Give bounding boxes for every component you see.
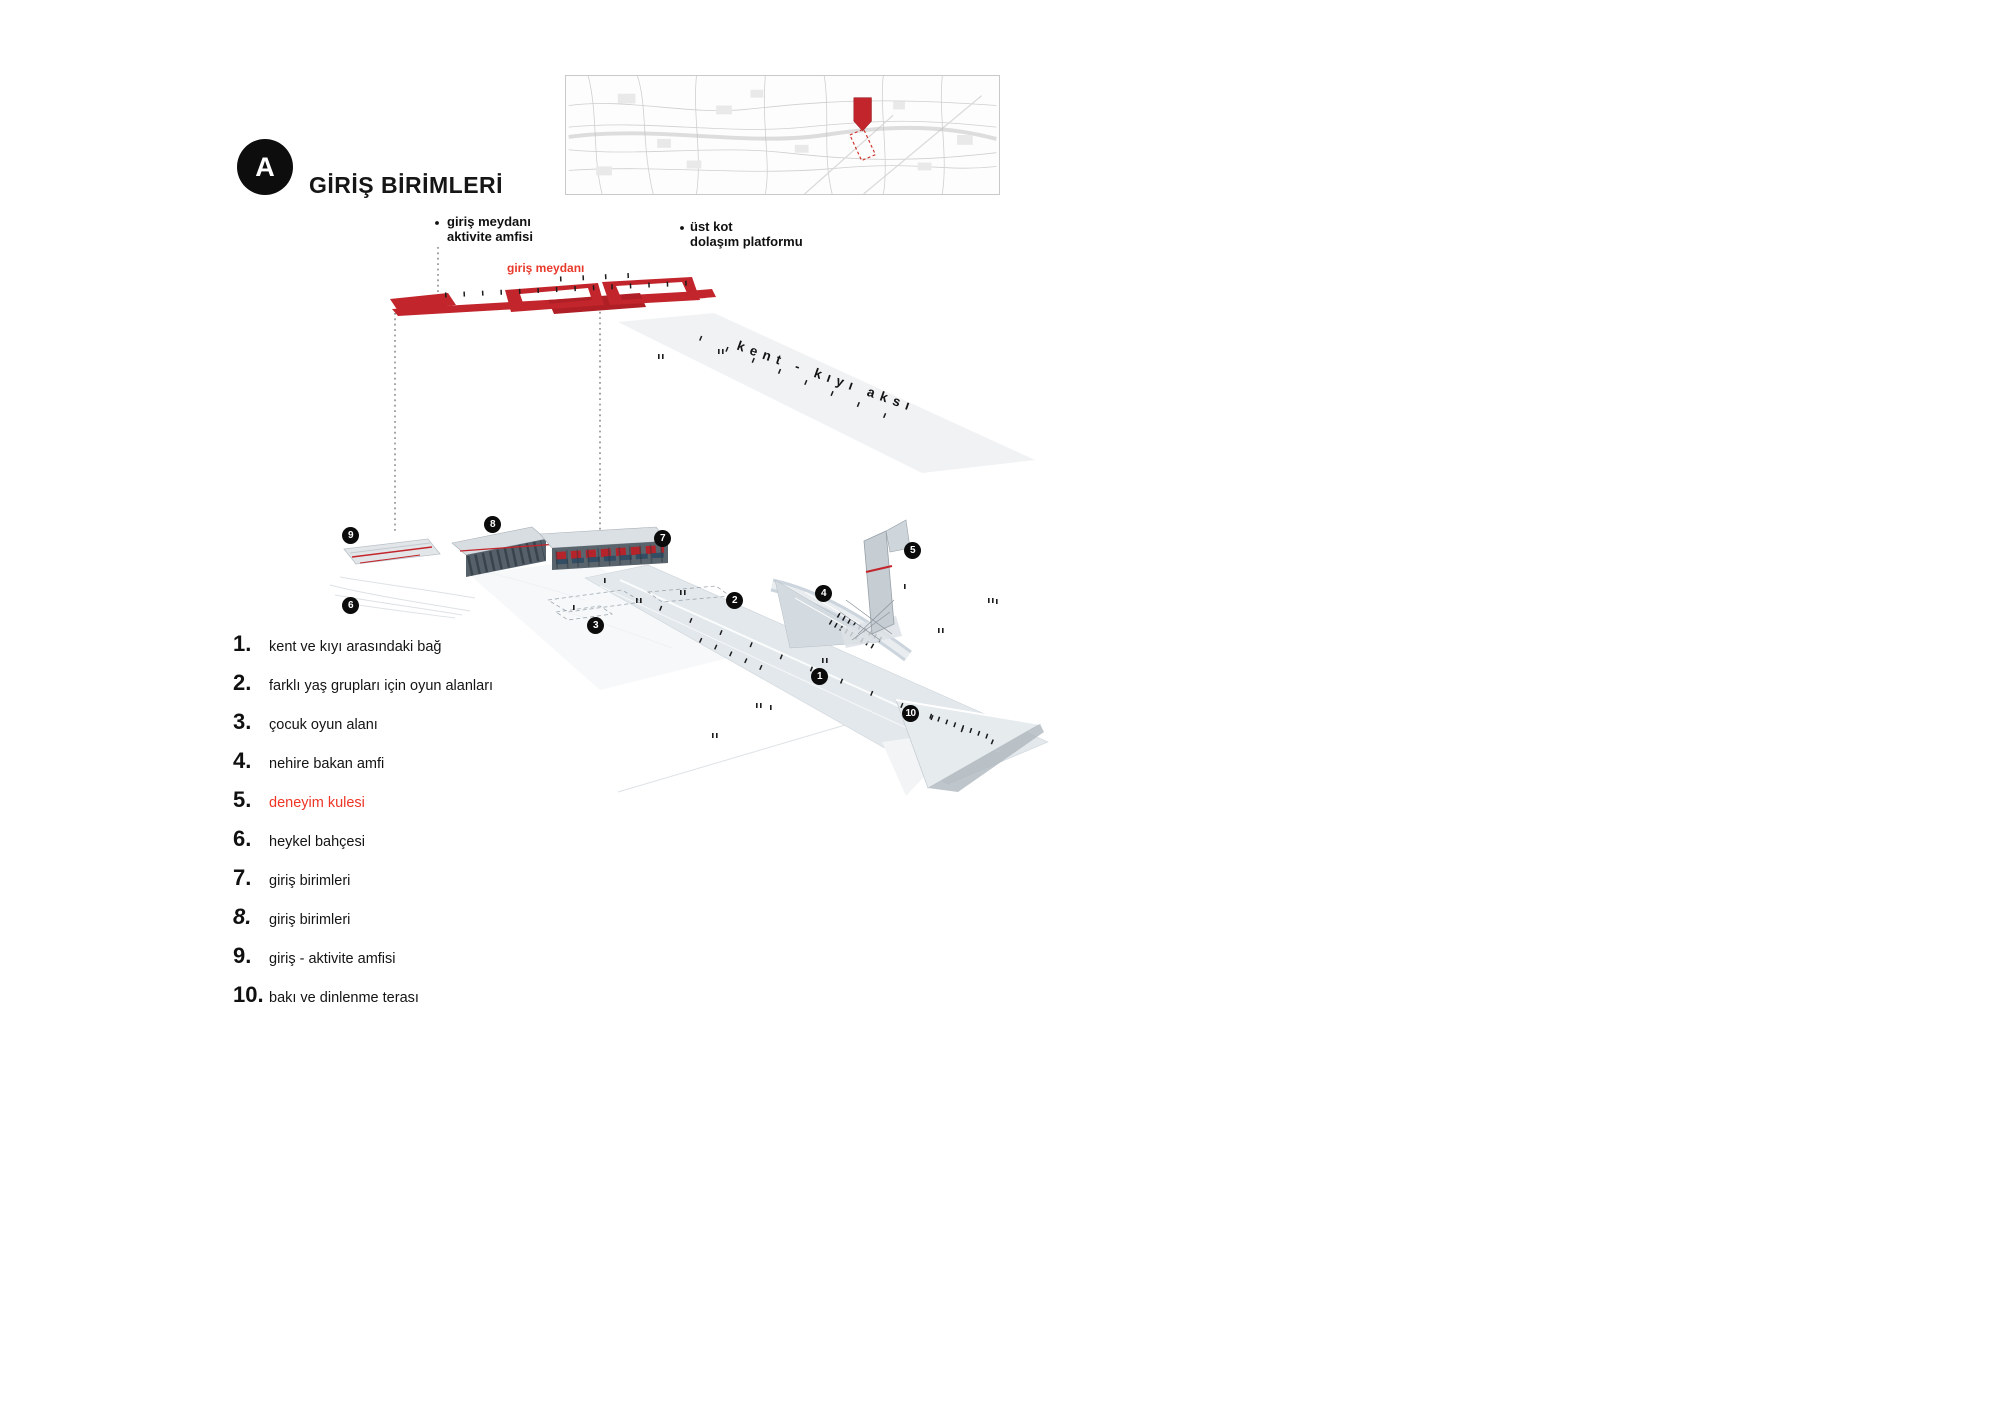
bullet-dot [435, 221, 439, 225]
legend-label: giriş birimleri [269, 912, 351, 928]
annotation-upper-level: üst kot dolaşım platformu [690, 219, 803, 250]
annotation-upper-level-line1: üst kot [690, 219, 733, 234]
annotation-entry-plaza-line2: aktivite amfisi [447, 229, 533, 245]
diagram-marker-10: 10 [902, 705, 919, 722]
diagram-marker-6: 6 [342, 597, 359, 614]
annotation-plaza-red: giriş meydanı [507, 261, 585, 275]
diagram-marker-2: 2 [726, 592, 743, 609]
legend-num: 5. [233, 787, 252, 812]
legend-row: 5. deneyim kulesi [233, 787, 493, 813]
legend-num: 8. [233, 904, 252, 929]
leader-lines [394, 247, 601, 531]
annotation-entry-plaza: giriş meydanı aktivite amfisi [447, 214, 533, 245]
section-badge: A [237, 139, 293, 195]
map-blocks [596, 89, 973, 176]
legend-label: deneyim kulesi [269, 795, 365, 811]
people-scatter [573, 349, 998, 738]
tower-5 [839, 519, 911, 648]
map-site-outline [849, 128, 877, 162]
people-promenade-2 [698, 637, 764, 671]
diagram-marker-3: 3 [587, 617, 604, 634]
legend-row: 1. kent ve kıyı arasındaki bağ [233, 631, 493, 657]
legend-row: 3. çocuk oyun alanı [233, 709, 493, 735]
page-title: GİRİŞ BİRİMLERİ [309, 172, 504, 198]
map-roads [568, 76, 997, 194]
legend-label: nehire bakan amfi [269, 756, 385, 772]
diagram-marker-8: 8 [484, 516, 501, 533]
diagram-marker-1: 1 [811, 668, 828, 685]
bullet-dot [680, 226, 684, 230]
legend-num: 9. [233, 943, 252, 968]
diagram-marker-7: 7 [654, 530, 671, 547]
legend: 1. kent ve kıyı arasındaki bağ 2. farklı… [233, 631, 493, 1021]
annotation-upper-level-line2: dolaşım platformu [690, 234, 803, 250]
legend-label: kent ve kıyı arasındaki bağ [269, 639, 442, 655]
location-map [565, 75, 1000, 195]
legend-label: giriş birimleri [269, 873, 351, 889]
legend-num: 1. [233, 631, 252, 656]
legend-label: heykel bahçesi [269, 834, 365, 850]
legend-num: 2. [233, 670, 252, 695]
annotation-entry-plaza-line1: giriş meydanı [447, 214, 531, 229]
diagram-marker-5: 5 [904, 542, 921, 559]
legend-label: çocuk oyun alanı [269, 717, 378, 733]
legend-row: 10. bakı ve dinlenme terası [233, 982, 493, 1008]
legend-row: 7. giriş birimleri [233, 865, 493, 891]
legend-num: 6. [233, 826, 252, 851]
legend-row: 4. nehire bakan amfi [233, 748, 493, 774]
legend-row: 2. farklı yaş grupları için oyun alanlar… [233, 670, 493, 696]
legend-label: bakı ve dinlenme terası [269, 990, 419, 1006]
legend-row: 8. giriş birimleri [233, 904, 493, 930]
legend-row: 9. giriş - aktivite amfisi [233, 943, 493, 969]
map-river [568, 125, 997, 141]
terrace-10 [882, 699, 1044, 796]
legend-label: giriş - aktivite amfisi [269, 951, 396, 967]
legend-num: 4. [233, 748, 252, 773]
building-9 [343, 538, 441, 565]
map-marker-icon [853, 97, 872, 132]
axis-band [618, 313, 1035, 473]
red-platform-level [390, 272, 716, 316]
legend-label: farklı yaş grupları için oyun alanları [269, 678, 494, 694]
legend-num: 10. [233, 982, 264, 1007]
diagram-marker-4: 4 [815, 585, 832, 602]
legend-num: 3. [233, 709, 252, 734]
diagram-marker-9: 9 [342, 527, 359, 544]
legend-row: 6. heykel bahçesi [233, 826, 493, 852]
legend-num: 7. [233, 865, 252, 890]
building-7 [539, 526, 669, 570]
